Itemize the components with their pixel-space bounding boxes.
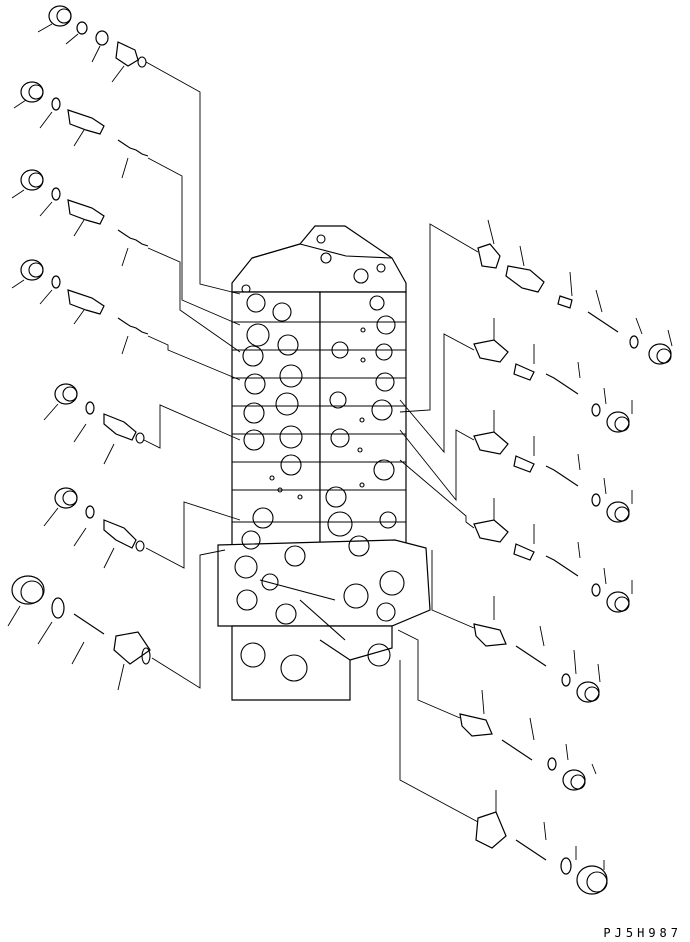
left-row-1 [37,5,241,295]
left-row-4 [11,259,241,381]
right-row-3 [399,410,633,523]
control-valve-body [217,225,431,701]
right-row-2 [399,318,633,454]
left-row-6 [43,487,241,569]
right-row-6 [397,629,597,791]
right-row-7 [399,660,608,895]
left-row-7 [7,549,226,691]
drawing-code: PJ5H987 [603,926,682,940]
left-row-2 [13,81,241,326]
right-row-4 [399,459,633,613]
left-row-5 [43,383,241,465]
right-row-5 [431,550,601,703]
left-row-3 [11,169,241,353]
right-row-1 [399,219,673,413]
